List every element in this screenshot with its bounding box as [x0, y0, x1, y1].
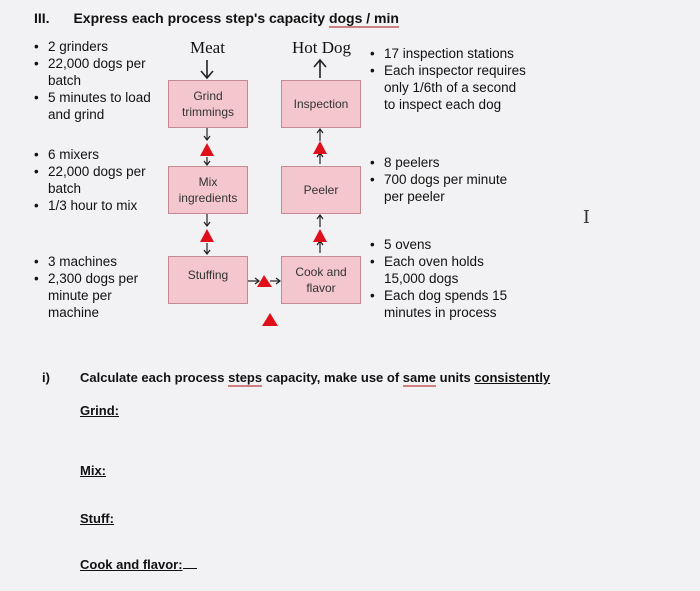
section-title-prefix: Express each process step's capacity	[73, 10, 329, 26]
mix-specs: 6 mixers 22,000 dogs per batch 1/3 hour …	[34, 146, 164, 214]
answer-cook-label: Cook and flavor:	[80, 557, 197, 572]
section-title-units: dogs / min	[328, 10, 399, 28]
stuffing-box: Stuffing	[168, 256, 248, 304]
text-cursor-icon: I	[582, 207, 590, 228]
arrow-down-icon	[203, 214, 211, 255]
list-item: Each inspector requires only 1/6th of a …	[370, 62, 530, 113]
section-number: III.	[34, 10, 50, 26]
mix-ingredients-box: Mix ingredients	[168, 166, 248, 214]
list-item: Each oven holds 15,000 dogs	[370, 253, 520, 287]
list-item: 5 minutes to load and grind	[34, 89, 164, 123]
answer-stuff-label: Stuff:	[80, 511, 114, 526]
inventory-triangle	[313, 229, 327, 242]
list-item: 8 peelers	[370, 154, 510, 171]
arrow-up-icon	[313, 58, 327, 78]
arrow-up-icon	[316, 128, 324, 164]
list-item: 17 inspection stations	[370, 45, 530, 62]
peeler-specs: 8 peelers 700 dogs per minute per peeler	[370, 154, 510, 205]
arrow-right-icon	[248, 277, 281, 285]
section-header: III. Express each process step's capacit…	[34, 10, 399, 28]
peeler-box: Peeler	[281, 166, 361, 214]
answer-grind-label: Grind:	[80, 403, 119, 418]
meat-label: Meat	[190, 38, 225, 57]
question-label: i)	[42, 370, 50, 385]
list-item: Each dog spends 15 minutes in process	[370, 287, 520, 321]
grind-specs: 2 grinders 22,000 dogs per batch 5 minut…	[34, 38, 164, 123]
stuffing-label: Stuffing	[187, 268, 229, 282]
list-item: 22,000 dogs per batch	[34, 55, 164, 89]
question-text: Calculate each process steps capacity, m…	[80, 370, 551, 387]
list-item: 22,000 dogs per batch	[34, 163, 164, 197]
list-item: 6 mixers	[34, 146, 164, 163]
stuff-specs: 3 machines 2,300 dogs per minute per mac…	[34, 253, 164, 321]
inventory-triangle	[257, 275, 272, 287]
inspection-specs: 17 inspection stations Each inspector re…	[370, 45, 530, 113]
inventory-triangle	[262, 313, 278, 326]
answer-mix-label: Mix:	[80, 463, 106, 478]
inventory-triangle	[200, 143, 214, 156]
process-flow-arrows	[200, 58, 327, 326]
grind-trimmings-box: Grind trimmings	[168, 80, 248, 128]
cook-and-flavor-box: Cook and flavor	[281, 256, 361, 304]
list-item: 700 dogs per minute per peeler	[370, 171, 510, 205]
inspection-box: Inspection	[281, 80, 361, 128]
list-item: 2,300 dogs per minute per machine	[34, 270, 164, 321]
list-item: 3 machines	[34, 253, 164, 270]
list-item: 2 grinders	[34, 38, 164, 55]
inventory-triangle	[313, 141, 327, 154]
cook-specs: 5 ovens Each oven holds 15,000 dogs Each…	[370, 236, 520, 321]
inventory-triangle	[200, 229, 214, 242]
hotdog-label: Hot Dog	[292, 38, 352, 57]
arrow-down-icon	[203, 128, 211, 166]
list-item: 5 ovens	[370, 236, 520, 253]
list-item: 1/3 hour to mix	[34, 197, 164, 214]
arrow-down-icon	[200, 60, 214, 80]
